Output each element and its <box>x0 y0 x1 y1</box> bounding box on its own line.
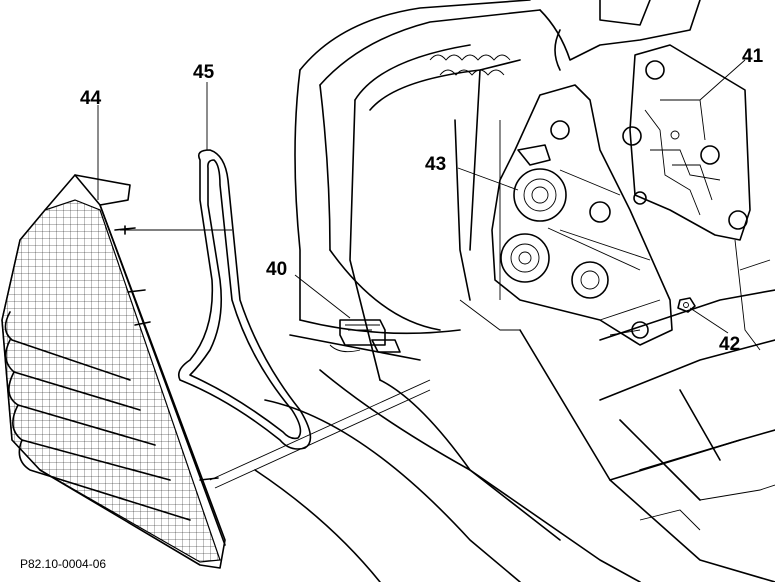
callout-leaders <box>97 59 746 334</box>
assembly-lines <box>120 229 641 489</box>
callout-40: 40 <box>266 259 287 280</box>
lamp-seal <box>177 149 312 450</box>
tail-lamp-lens <box>1 174 226 569</box>
bulb-holder <box>491 84 673 346</box>
electrical-connector <box>329 319 401 353</box>
callout-45: 45 <box>193 62 215 83</box>
figure-reference-code: P82.10-0004-06 <box>20 557 106 571</box>
car-body-outline <box>254 0 775 582</box>
circuit-board <box>622 44 751 241</box>
callout-44: 44 <box>80 88 102 109</box>
callout-41: 41 <box>742 46 764 67</box>
callout-42: 42 <box>719 334 740 355</box>
callout-43: 43 <box>425 154 446 175</box>
